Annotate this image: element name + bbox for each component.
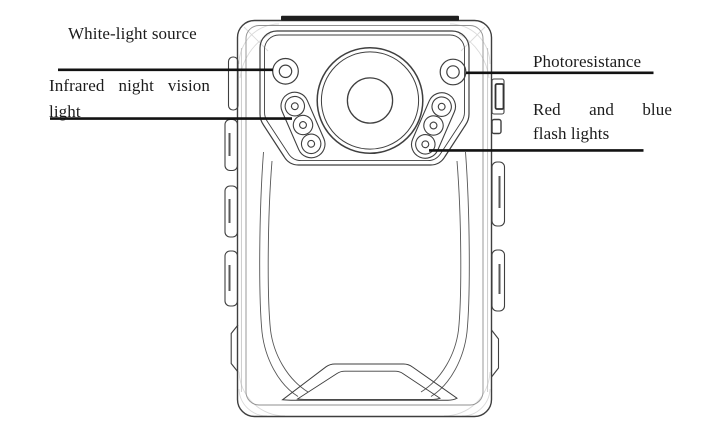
top-bar	[281, 15, 459, 21]
front-face-plate	[259, 30, 470, 166]
body-inner-contour	[245, 25, 484, 406]
side-buttons-right	[491, 78, 506, 378]
white-light-source-led	[272, 57, 299, 85]
left-clip	[230, 324, 239, 373]
body-creases	[259, 151, 470, 397]
left-button-3	[224, 250, 239, 307]
label-red-blue-line2: flash lights	[533, 124, 610, 143]
label-white-light-source: White-light source	[68, 24, 197, 43]
right-button-2	[491, 161, 506, 227]
right-small-button	[491, 118, 502, 135]
speaker-grille	[281, 363, 458, 401]
construction-arcs	[238, 23, 491, 417]
label-red-blue-line1: Red and blue	[533, 100, 672, 119]
side-buttons-left	[224, 56, 239, 373]
left-button-2	[224, 185, 239, 238]
right-button-3	[491, 249, 506, 312]
left-tab	[227, 56, 239, 111]
camera-lens	[316, 46, 424, 155]
right-switch-inner	[494, 83, 505, 110]
label-infrared-line1: Infrared night vision	[49, 76, 210, 95]
left-button-1	[224, 118, 239, 172]
photoresistance-sensor	[439, 58, 467, 86]
right-clip	[491, 329, 500, 378]
leader-lines	[50, 68, 654, 152]
label-infrared-line2: light	[49, 102, 81, 121]
device-body	[224, 19, 506, 418]
infrared-led-strip	[280, 91, 326, 159]
red-blue-flash-led-strip	[410, 92, 457, 159]
label-photoresistance: Photoresistance	[533, 52, 642, 71]
